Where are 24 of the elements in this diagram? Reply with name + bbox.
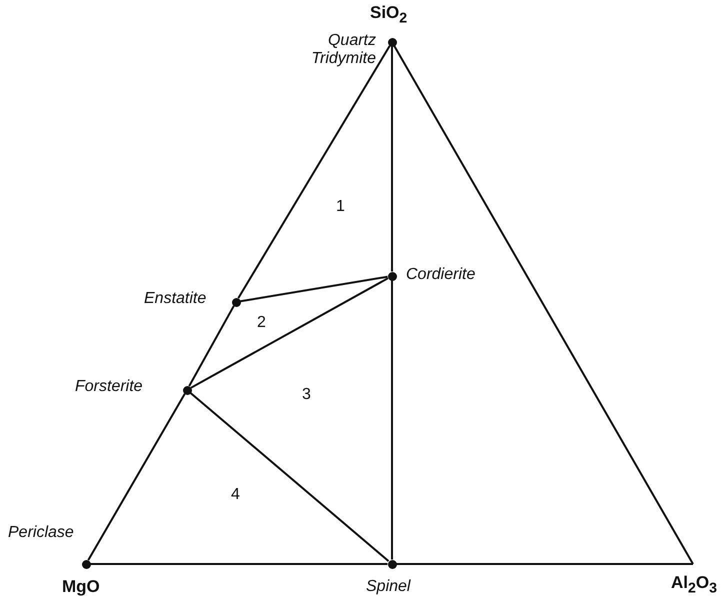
oxide-label: MgO — [62, 578, 100, 597]
phase-boundary-line — [391, 46, 393, 272]
phase-boundary-line — [237, 45, 391, 299]
phase-boundary-line — [393, 45, 694, 564]
phase-boundary-line — [87, 393, 186, 561]
field-number: 3 — [302, 386, 311, 404]
phase-label: Cordierite — [406, 266, 476, 284]
phase-label: Spinel — [366, 578, 410, 596]
field-number: 1 — [336, 198, 345, 216]
phase-label: Forsterite — [75, 378, 143, 396]
field-number: 4 — [231, 486, 240, 504]
field-number: 2 — [257, 314, 266, 332]
phase-boundary-line — [391, 280, 393, 560]
phase-label: Quartz Tridymite — [310, 32, 376, 68]
oxide-label: Al$_{2}$O$_{3}$ — [671, 574, 717, 597]
phase-boundary-line — [396, 563, 693, 565]
phase-boundary-line — [190, 277, 389, 389]
oxide-label: SiO$_{2}$ — [370, 4, 408, 27]
phase-boundary-line — [90, 563, 388, 565]
phase-boundary-line — [240, 276, 388, 302]
phase-label: Periclase — [8, 524, 74, 542]
phase-boundary-line — [188, 305, 235, 387]
phase-boundary-line — [190, 392, 390, 562]
phase-label: Enstatite — [144, 290, 206, 308]
